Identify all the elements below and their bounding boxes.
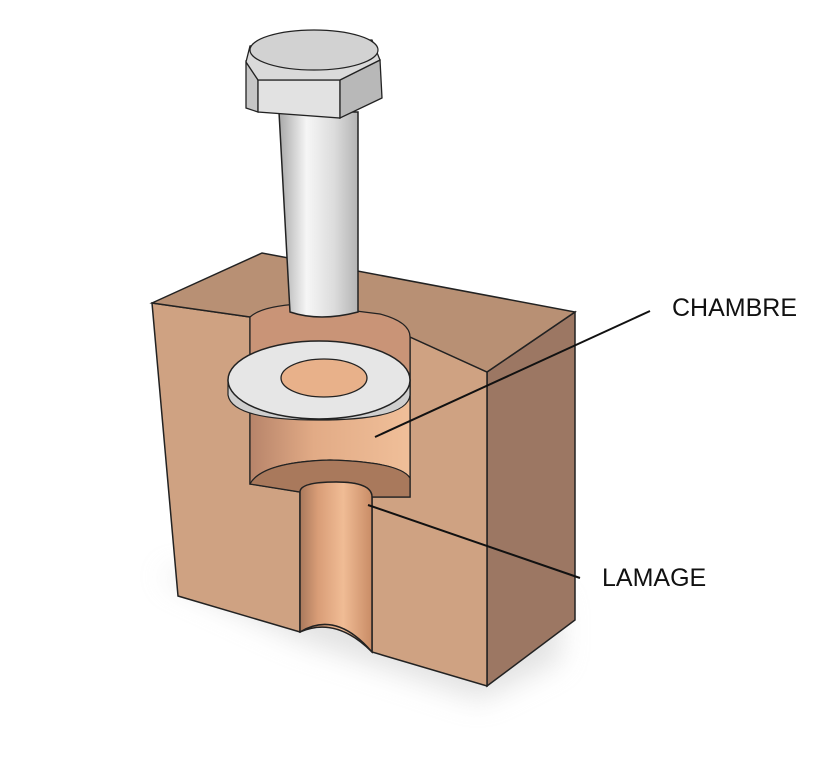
bore-bottom-edge — [299, 623, 373, 653]
bolt-head-face-front — [257, 79, 341, 119]
bolt-shaft — [278, 111, 359, 318]
label-chambre: CHAMBRE — [672, 294, 798, 322]
block-side-face — [486, 310, 576, 688]
bolt — [245, 29, 383, 318]
lower-bore — [299, 481, 373, 654]
washer — [227, 340, 411, 421]
washer-hole — [280, 358, 368, 398]
leader-line-chambre — [374, 310, 651, 438]
bolt-head-chamfer — [249, 29, 379, 71]
label-lamage: LAMAGE — [602, 564, 707, 592]
leader-line-lamage — [367, 504, 581, 579]
cut-block — [149, 252, 577, 688]
